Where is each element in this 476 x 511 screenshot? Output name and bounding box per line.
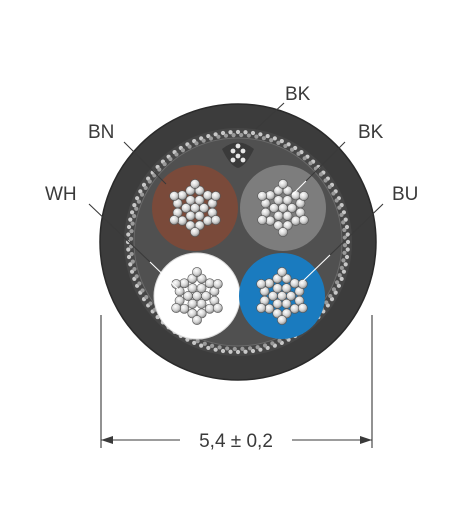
leader-bu (329, 203, 384, 256)
core-bn (152, 165, 238, 251)
label-bn: BN (88, 122, 114, 143)
drain-wire (222, 142, 254, 168)
leader-bk-core-inner (291, 180, 307, 196)
core-bk (240, 165, 326, 251)
label-bk-jacket: BK (285, 84, 311, 105)
label-bu: BU (392, 184, 418, 205)
label-wh: WH (45, 184, 77, 205)
label-bk-core: BK (358, 122, 384, 143)
leader-wh-inner (149, 261, 181, 292)
core-bu (239, 253, 325, 339)
dimension-arrow-left (101, 436, 113, 444)
leader-bu-inner (302, 254, 331, 282)
core-wh (153, 252, 241, 340)
dimension-arrow-right (360, 436, 372, 444)
leader-wh (88, 203, 151, 263)
leader-bk-jacket (255, 102, 285, 130)
dimension-label: 5,4 ± 0,2 (199, 431, 273, 452)
leader-bk-core-outer (305, 141, 346, 182)
leader-bn (123, 141, 167, 185)
